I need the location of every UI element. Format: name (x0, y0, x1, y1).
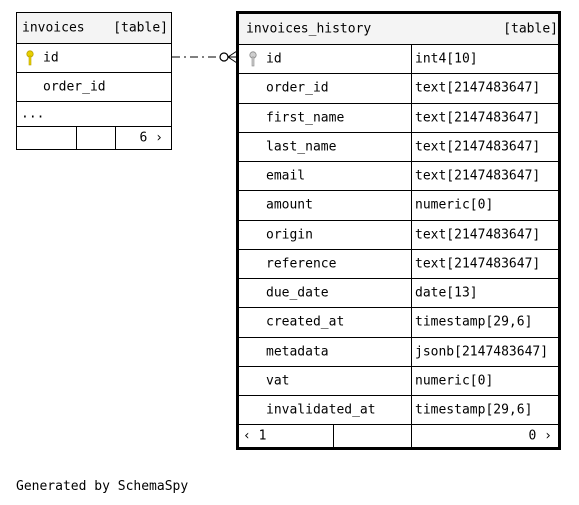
invoices-footer: 6 › (17, 127, 171, 149)
column-type: text[2147483647] (415, 227, 541, 243)
children-count[interactable]: 0 › (528, 428, 552, 444)
column-type: numeric[0] (415, 373, 494, 389)
column-type: text[2147483647] (415, 110, 541, 126)
table-kind: [table] (503, 21, 558, 37)
column-name: origin (266, 227, 313, 243)
column-name: invalidated_at (266, 402, 376, 418)
column-type: timestamp[29,6] (415, 314, 533, 330)
invoices-history-header: invoices_history [table] (239, 14, 558, 45)
column-divider (411, 162, 412, 191)
column-type: numeric[0] (415, 197, 494, 213)
column-name: id (43, 50, 59, 66)
column-divider (411, 308, 412, 337)
column-divider (411, 45, 412, 74)
column-row-first-name: first_name text[2147483647] (239, 103, 558, 133)
column-type: int4[10] (415, 51, 478, 67)
column-row-created-at: created_at timestamp[29,6] (239, 308, 558, 338)
column-name: last_name (266, 139, 337, 155)
column-row-origin: origin text[2147483647] (239, 220, 558, 250)
column-row-email: email text[2147483647] (239, 162, 558, 192)
invoices-row-id: id (17, 44, 171, 73)
column-row-order-id: order_id text[2147483647] (239, 74, 558, 104)
table-name: invoices (22, 20, 85, 36)
column-name: created_at (266, 314, 345, 330)
more-columns-ellipsis: ... (21, 106, 45, 122)
crows-foot-icon (227, 56, 238, 64)
column-divider (411, 74, 412, 103)
column-divider (411, 220, 412, 249)
column-name: id (266, 51, 282, 67)
column-row-vat: vat numeric[0] (239, 366, 558, 396)
column-type: text[2147483647] (415, 139, 541, 155)
column-name: metadata (266, 344, 329, 360)
zero-marker-icon (219, 52, 229, 62)
invoices-ellipsis-row: ... (17, 102, 171, 127)
column-type: date[13] (415, 285, 478, 301)
column-divider (411, 366, 412, 395)
column-divider (411, 191, 412, 220)
column-divider (411, 279, 412, 308)
column-row-metadata: metadata jsonb[2147483647] (239, 337, 558, 367)
column-row-invalidated-at: invalidated_at timestamp[29,6] (239, 396, 558, 426)
parents-count[interactable]: ‹ 1 (243, 428, 267, 444)
divider (115, 127, 116, 149)
column-name: due_date (266, 285, 329, 301)
column-row-last-name: last_name text[2147483647] (239, 132, 558, 162)
column-name: vat (266, 373, 290, 389)
column-type: text[2147483647] (415, 256, 541, 272)
invoices-history-table: invoices_history [table] id int4[10] order… (236, 11, 561, 450)
column-row-amount: amount numeric[0] (239, 191, 558, 221)
column-divider (411, 396, 412, 425)
column-divider (411, 103, 412, 132)
column-row-reference: reference text[2147483647] (239, 249, 558, 279)
column-type: timestamp[29,6] (415, 402, 533, 418)
column-type: text[2147483647] (415, 80, 541, 96)
column-name: order_id (43, 79, 106, 95)
column-divider (411, 132, 412, 161)
divider (411, 425, 412, 447)
children-count[interactable]: 6 › (139, 130, 163, 146)
column-name: reference (266, 256, 337, 272)
primary-key-icon (26, 50, 34, 66)
column-divider (411, 337, 412, 366)
column-row-id: id int4[10] (239, 45, 558, 75)
invoices-table: invoices [table] id order_id ... 6 › (16, 12, 172, 150)
table-name: invoices_history (246, 21, 372, 37)
column-type: jsonb[2147483647] (415, 344, 549, 360)
column-name: amount (266, 197, 313, 213)
divider (333, 425, 334, 447)
column-name: first_name (266, 110, 345, 126)
crows-foot-icon (227, 50, 238, 58)
table-kind: [table] (113, 20, 168, 36)
column-name: email (266, 168, 306, 184)
invoices-row-order-id: order_id (17, 73, 171, 102)
column-name: order_id (266, 80, 329, 96)
column-divider (411, 249, 412, 278)
generated-by-label: Generated by SchemaSpy (16, 479, 189, 494)
column-row-due-date: due_date date[13] (239, 279, 558, 309)
invoices-history-footer: ‹ 1 0 › (239, 425, 558, 447)
primary-key-icon (249, 51, 257, 67)
invoices-header: invoices [table] (17, 13, 171, 44)
column-type: text[2147483647] (415, 168, 541, 184)
divider (76, 127, 77, 149)
